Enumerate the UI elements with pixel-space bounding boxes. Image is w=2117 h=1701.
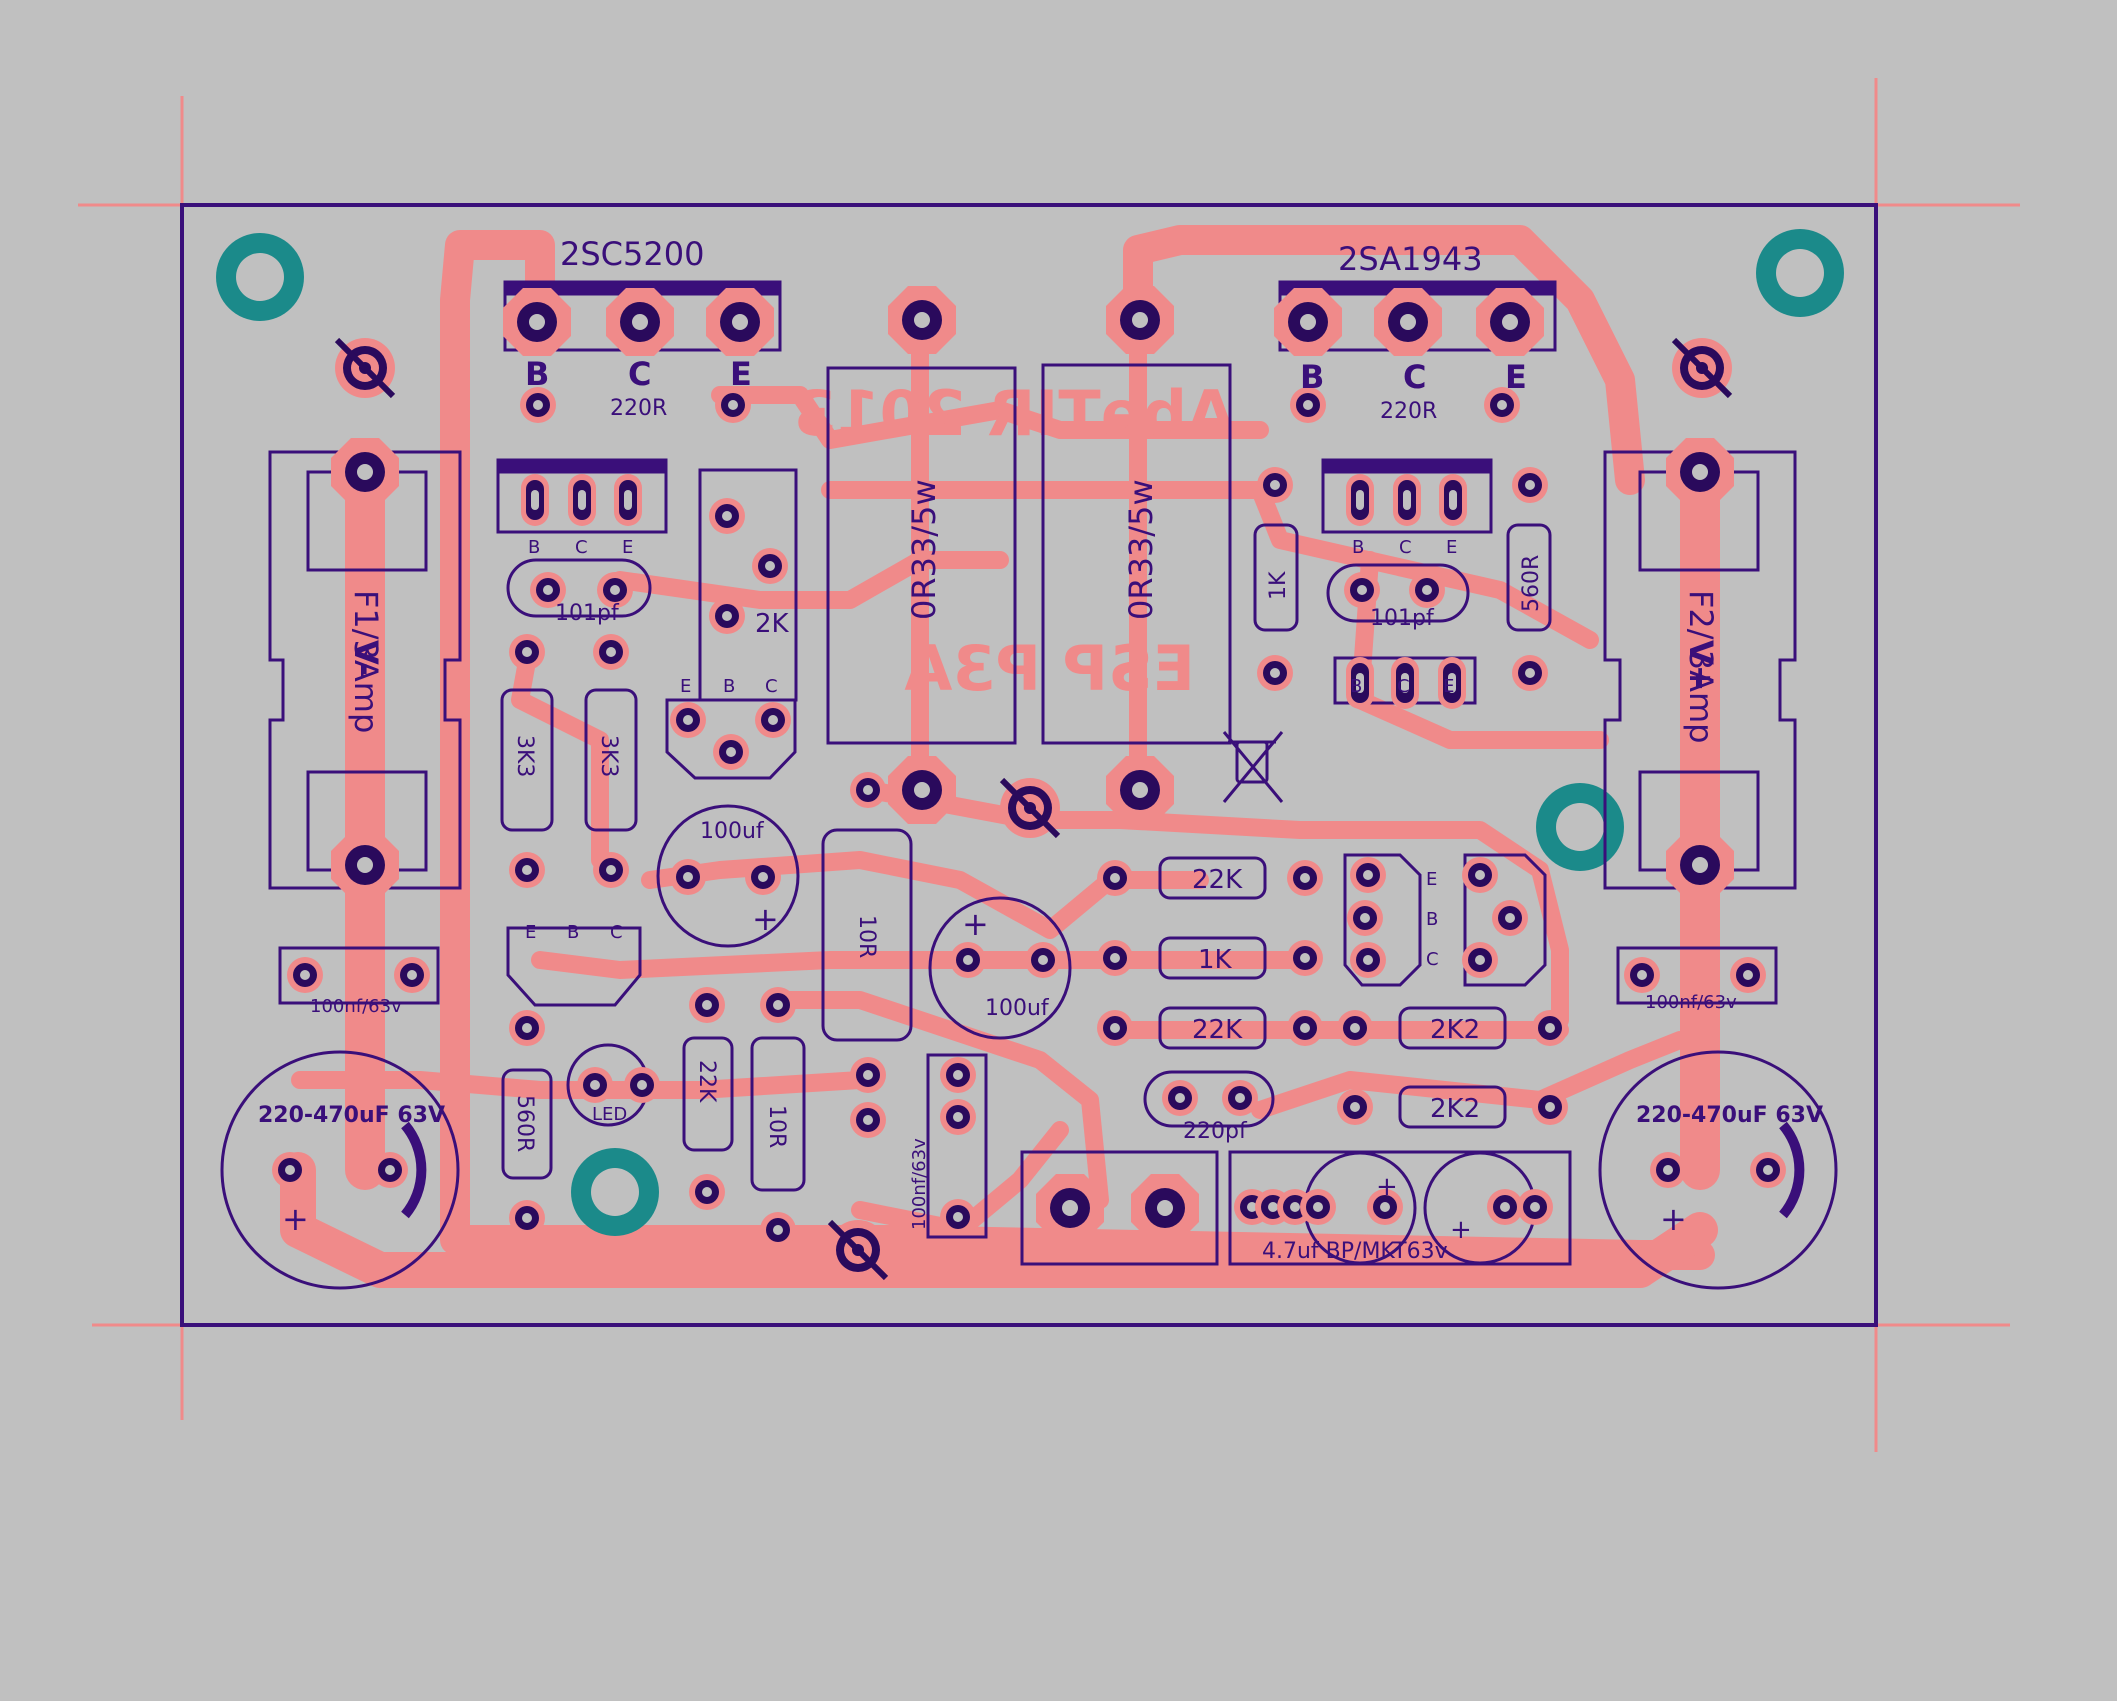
label-220r-right: 220R xyxy=(1380,399,1437,424)
label-2k2-a: 2K2 xyxy=(1430,1015,1480,1045)
transistor-label-right: 2SA1943 xyxy=(1338,240,1483,278)
copper-label-esp: ESP P3A xyxy=(904,632,1195,705)
label-10r-big: 10R xyxy=(854,915,879,958)
pin-label-c-left: C xyxy=(628,355,651,393)
label-220pf: 220pf xyxy=(1183,1119,1248,1144)
pin-label-e-right: E xyxy=(1505,358,1527,396)
label-220r-left: 220R xyxy=(610,396,667,421)
label-101pf-left: 101pf xyxy=(555,601,620,626)
pin-label-b-right: B xyxy=(1300,358,1324,396)
label-0r33-left: 0R33/5w xyxy=(905,479,943,620)
pin-c-to92-top: C xyxy=(765,676,778,697)
board-outline xyxy=(180,203,1878,1327)
pin-e-row-right: E xyxy=(1443,676,1454,697)
pin-e-small-left: E xyxy=(622,537,633,558)
weee-bin-icon xyxy=(1222,731,1284,803)
pin-e-to92-top: E xyxy=(680,676,691,697)
pin-label-b-left: B xyxy=(525,355,549,393)
plus-100uf-mid: + xyxy=(962,905,989,943)
label-560r-right: 560R xyxy=(1519,555,1544,612)
copper-traces xyxy=(280,225,1720,1288)
pin-b-to92-bottom: B xyxy=(567,922,579,943)
labels: 2SC5200 2SA1943 B C E B C E 220R 220R B … xyxy=(258,235,1823,1264)
pin-b-small-left: B xyxy=(528,537,540,558)
pin-e-small-right: E xyxy=(1446,537,1457,558)
pin-c-row-right: C xyxy=(1397,676,1410,697)
label-560r-left: 560R xyxy=(512,1095,537,1152)
pin-c-dual: C xyxy=(1426,949,1439,970)
label-4-7uf: 4.7uf BP/MKT63v xyxy=(1262,1239,1448,1264)
label-1k-h: 1K xyxy=(1198,945,1233,975)
label-1k-vertical: 1K xyxy=(1266,571,1291,600)
silkscreen xyxy=(220,280,1838,1290)
pin-b-small-right: B xyxy=(1352,537,1364,558)
label-led: LED xyxy=(592,1104,627,1125)
label-100nf-vertical: 100nf/63v xyxy=(909,1138,930,1230)
pin-label-c-right: C xyxy=(1403,358,1426,396)
pin-b-to92-top: B xyxy=(723,676,735,697)
label-100nf-right: 100nf/63v xyxy=(1645,992,1737,1013)
label-fuse-right: F2/ 3Amp xyxy=(1682,590,1720,743)
pin-b-row-right: B xyxy=(1350,676,1362,697)
label-cap-big-right: 220-470uF 63V xyxy=(1636,1103,1823,1128)
plus-100uf-left: + xyxy=(752,900,779,938)
pin-c-small-left: C xyxy=(575,537,588,558)
pin-c-to92-bottom: C xyxy=(610,922,623,943)
plus-cap-right: + xyxy=(1660,1200,1687,1238)
label-cap-big-left: 220-470uF 63V xyxy=(258,1103,445,1128)
pin-e-dual: E xyxy=(1426,869,1437,890)
label-rail-right: V+ xyxy=(1682,640,1720,692)
plus-4-7uf-right: + xyxy=(1450,1215,1472,1245)
label-100uf-left: 100uf xyxy=(700,819,765,844)
label-22k-b: 22K xyxy=(1192,1015,1243,1045)
label-22k-a: 22K xyxy=(1192,865,1243,895)
plus-cap-left: + xyxy=(282,1200,309,1238)
pin-label-e-left: E xyxy=(730,355,752,393)
label-rail-left: V- xyxy=(347,640,385,676)
label-10r-vertical: 10R xyxy=(764,1105,789,1148)
label-100uf-mid: 100uf xyxy=(985,996,1050,1021)
pin-b-dual: B xyxy=(1426,909,1438,930)
label-100nf-left: 100nf/63v xyxy=(310,996,402,1017)
label-3k3-b: 3K3 xyxy=(596,735,621,777)
label-101pf-right: 101pf xyxy=(1370,606,1435,631)
plus-4-7uf-left: + xyxy=(1376,1172,1398,1202)
label-3k3-a: 3K3 xyxy=(512,735,537,777)
label-fuse-left: F1/3Amp xyxy=(347,590,385,733)
transistor-label-left: 2SC5200 xyxy=(560,235,704,273)
label-2k2-b: 2K2 xyxy=(1430,1094,1480,1124)
pin-e-to92-bottom: E xyxy=(525,922,536,943)
label-22k-vertical: 22K xyxy=(694,1060,719,1103)
label-0r33-right: 0R33/5w xyxy=(1122,479,1160,620)
label-trim-2k: 2K xyxy=(755,609,790,639)
pin-c-small-right: C xyxy=(1399,537,1412,558)
